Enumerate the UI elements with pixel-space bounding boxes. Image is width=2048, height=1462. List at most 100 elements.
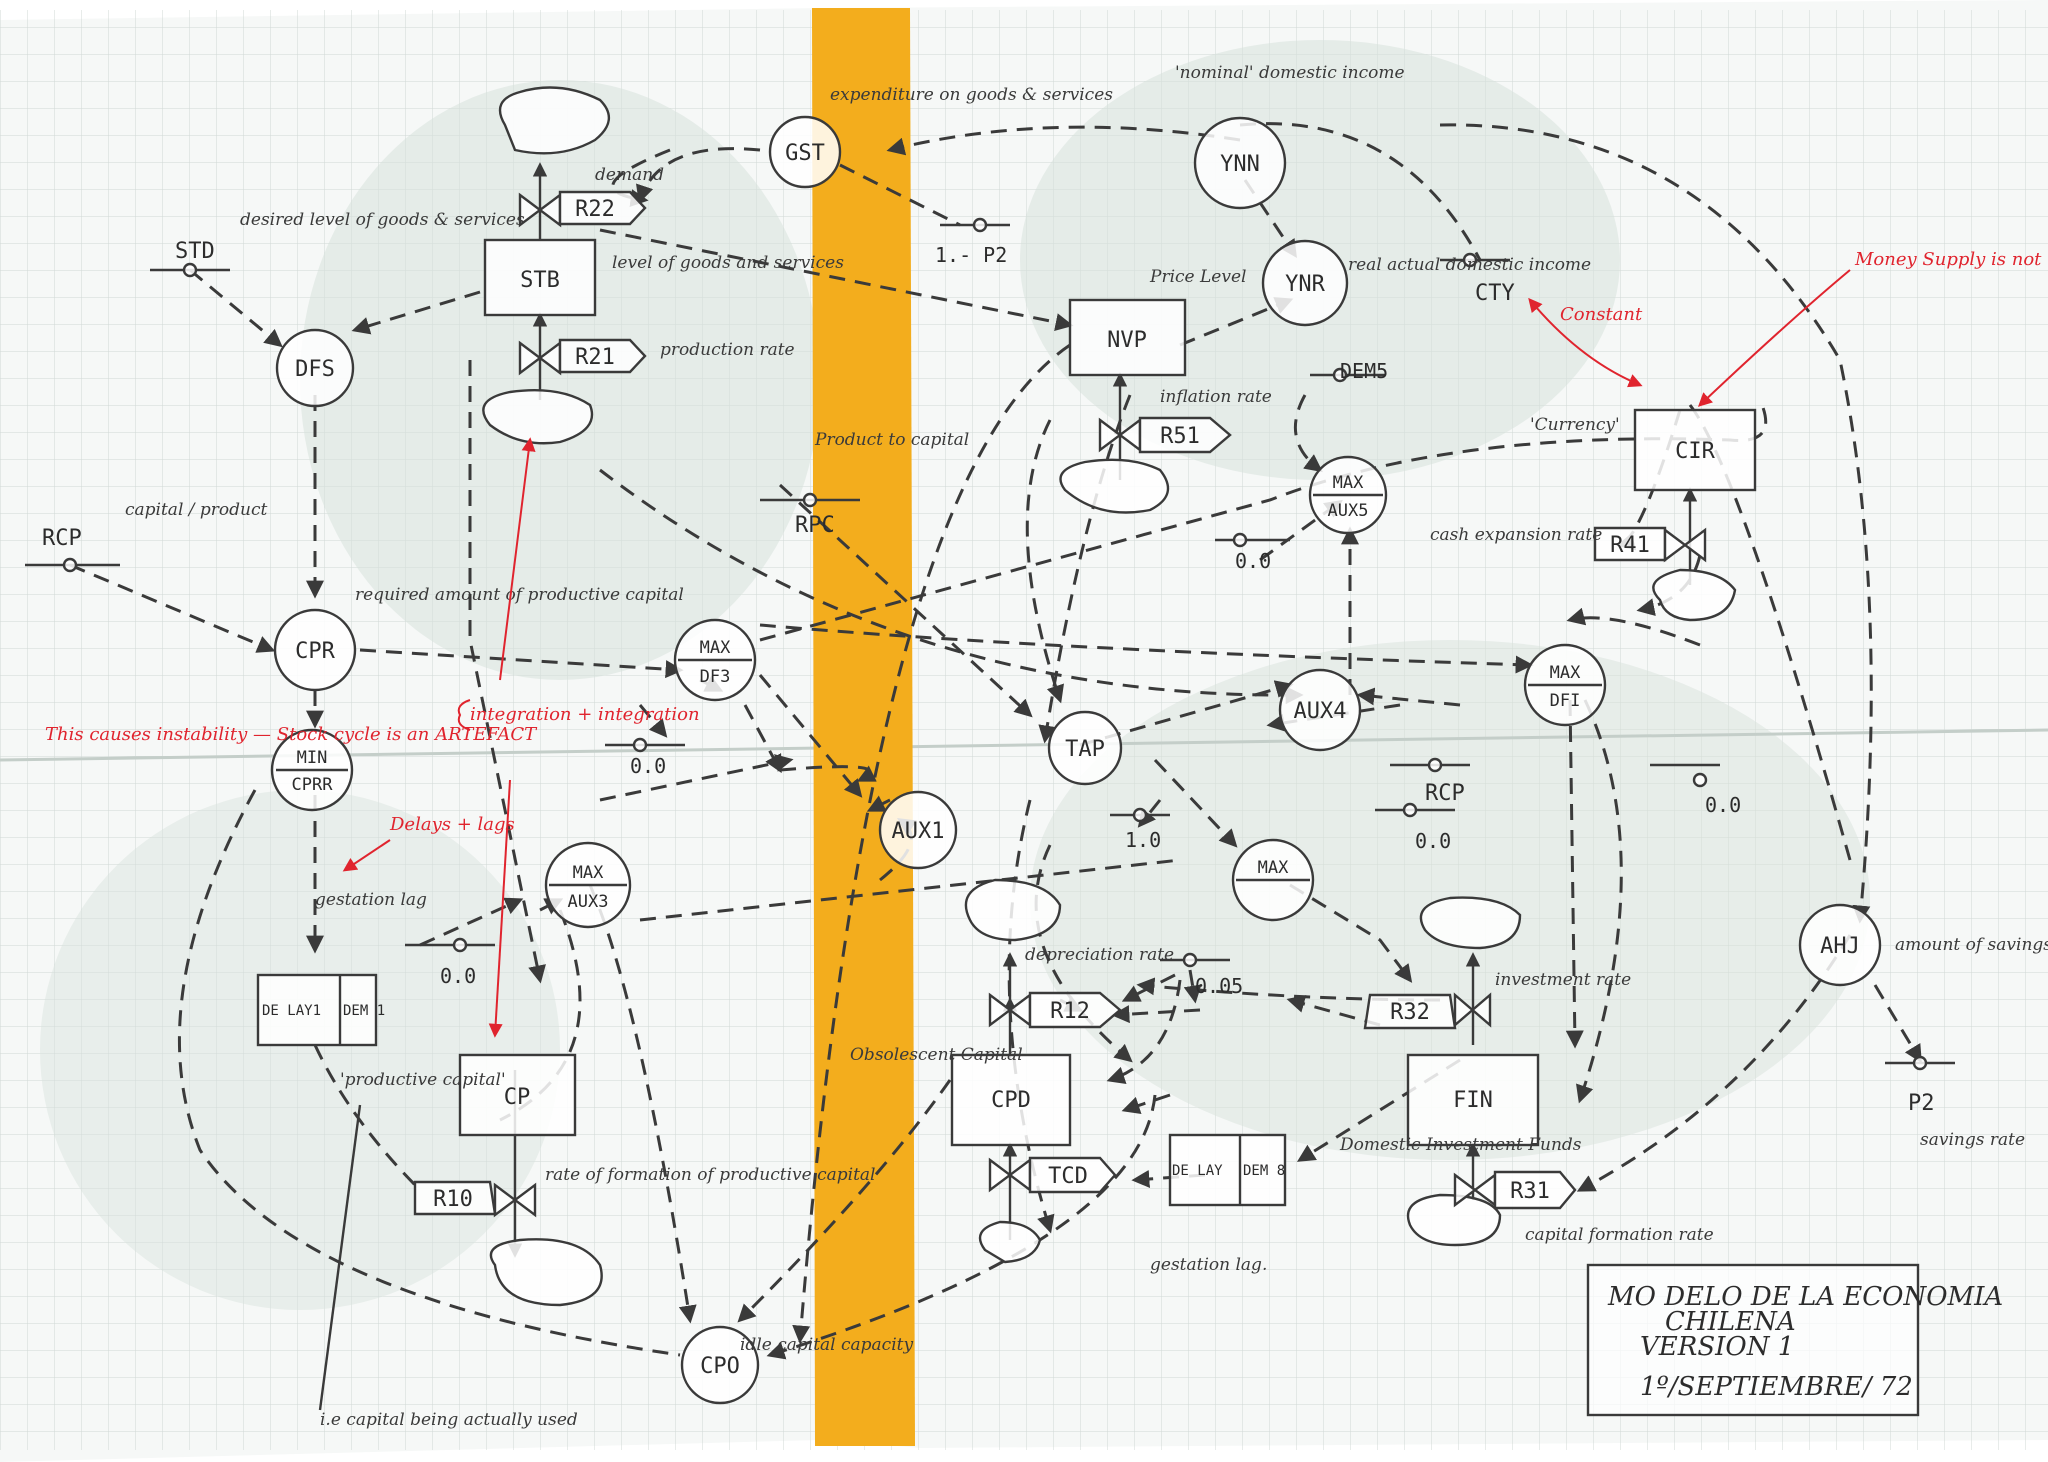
svg-text:AUX3: AUX3: [568, 892, 609, 912]
aux-AHJ: AHJ: [1800, 905, 1880, 985]
svg-text:TAP: TAP: [1065, 737, 1105, 762]
svg-text:'productive capital': 'productive capital': [340, 1070, 506, 1090]
svg-text:Constant: Constant: [1560, 304, 1643, 325]
svg-text:DFI: DFI: [1550, 691, 1581, 711]
svg-text:MAX: MAX: [573, 863, 604, 883]
svg-text:required amount of productive: required amount of productive capital: [355, 585, 684, 605]
level-STB: STB: [485, 240, 595, 315]
svg-text:0.05: 0.05: [1195, 974, 1243, 998]
svg-text:STD: STD: [175, 239, 215, 264]
svg-text:Obsolescent Capital: Obsolescent Capital: [850, 1045, 1023, 1065]
aux-YNN: YNN: [1195, 118, 1285, 208]
svg-text:FIN: FIN: [1453, 1088, 1493, 1113]
aux-MAX-DF3: MAX DF3: [675, 620, 755, 700]
svg-text:AHJ: AHJ: [1820, 934, 1860, 959]
svg-text:Money Supply is not the whole: Money Supply is not the whole story of d…: [1854, 249, 2048, 270]
svg-text:gestation lag: gestation lag: [315, 890, 427, 910]
svg-text:Delays + lags: Delays + lags: [389, 814, 515, 835]
svg-text:GST: GST: [785, 141, 825, 166]
svg-text:demand: demand: [595, 165, 664, 185]
paper-shadow: [40, 790, 560, 1310]
aux-GST: GST: [770, 117, 840, 187]
svg-text:DE LAY: DE LAY: [1172, 1163, 1223, 1179]
svg-text:R32: R32: [1390, 1000, 1430, 1025]
svg-text:integration + integration: integration + integration: [470, 704, 700, 725]
svg-text:capital / product: capital / product: [125, 500, 268, 520]
svg-text:rate of formation of productiv: rate of formation of productive capital: [545, 1165, 876, 1185]
svg-text:AUX5: AUX5: [1328, 501, 1369, 521]
svg-text:CPD: CPD: [991, 1088, 1031, 1113]
title-date: 1º/SEPTIEMBRE/ 72: [1640, 1372, 1913, 1402]
svg-text:inflation rate: inflation rate: [1160, 387, 1272, 407]
title-line-3: VERSION 1: [1640, 1332, 1794, 1362]
svg-text:CTY: CTY: [1475, 281, 1515, 306]
svg-text:0.0: 0.0: [440, 964, 476, 988]
aux-AUX4: AUX4: [1280, 670, 1360, 750]
aux-YNR: YNR: [1263, 241, 1347, 325]
svg-text:RCP: RCP: [42, 526, 82, 551]
aux-DFS: DFS: [277, 330, 353, 406]
svg-text:'nominal' domestic income: 'nominal' domestic income: [1175, 63, 1405, 83]
svg-text:production rate: production rate: [660, 340, 795, 360]
svg-text:savings rate: savings rate: [1920, 1130, 2025, 1150]
svg-text:NVP: NVP: [1107, 328, 1147, 353]
aux-MAX-AUX3: MAX AUX3: [546, 843, 630, 927]
level-CPD: CPD: [952, 1055, 1070, 1145]
svg-text:1.0: 1.0: [1125, 828, 1161, 852]
svg-text:YNR: YNR: [1285, 272, 1325, 297]
svg-text:depreciation rate: depreciation rate: [1025, 945, 1174, 965]
svg-text:MAX: MAX: [700, 638, 731, 658]
svg-text:Product to capital: Product to capital: [814, 430, 969, 450]
level-NVP: NVP: [1070, 300, 1185, 375]
level-FIN: FIN: [1408, 1055, 1538, 1145]
svg-text:gestation lag.: gestation lag.: [1150, 1255, 1267, 1275]
svg-text:0.0: 0.0: [1705, 793, 1741, 817]
svg-text:CP: CP: [504, 1085, 531, 1110]
svg-text:CPRR: CPRR: [292, 775, 334, 795]
svg-text:MAX: MAX: [1550, 663, 1581, 683]
svg-text:P2: P2: [1908, 1091, 1935, 1116]
svg-text:1.- P2: 1.- P2: [935, 243, 1007, 267]
level-CIR: CIR: [1635, 410, 1755, 490]
svg-text:R21: R21: [575, 345, 615, 370]
svg-text:DEM5: DEM5: [1340, 359, 1388, 383]
svg-text:AUX1: AUX1: [892, 819, 945, 844]
svg-text:DF3: DF3: [700, 667, 731, 687]
aux-MAX-DFI: MAX DFI: [1525, 645, 1605, 725]
svg-text:expenditure on goods & service: expenditure on goods & services: [830, 85, 1113, 105]
svg-text:R12: R12: [1050, 999, 1090, 1024]
svg-text:DEM 8: DEM 8: [1243, 1163, 1285, 1179]
svg-text:investment rate: investment rate: [1495, 970, 1631, 990]
svg-text:idle capital capacity: idle capital capacity: [740, 1335, 913, 1355]
svg-text:CPR: CPR: [295, 639, 335, 664]
svg-text:MIN: MIN: [297, 748, 328, 768]
svg-text:capital formation rate: capital formation rate: [1525, 1225, 1714, 1245]
svg-text:0.0: 0.0: [1235, 549, 1271, 573]
svg-text:CPO: CPO: [700, 1354, 740, 1379]
level-CP: CP: [460, 1055, 575, 1135]
aux-TAP: TAP: [1049, 712, 1121, 784]
svg-text:RCP: RCP: [1425, 781, 1465, 806]
svg-text:real actual domestic income: real actual domestic income: [1348, 255, 1591, 275]
svg-text:level of goods and services: level of goods and services: [612, 253, 844, 273]
svg-text:0.0: 0.0: [1415, 829, 1451, 853]
svg-text:'Currency': 'Currency': [1530, 415, 1620, 435]
svg-text:R51: R51: [1160, 424, 1200, 449]
svg-text:DEM 1: DEM 1: [343, 1003, 385, 1019]
constant-P2-top: 1.- P2: [935, 219, 1010, 267]
aux-MAX-AUX5: MAX AUX5: [1310, 457, 1386, 533]
svg-text:Price Level: Price Level: [1149, 267, 1246, 287]
svg-text:0.0: 0.0: [630, 754, 666, 778]
svg-text:MAX: MAX: [1333, 473, 1364, 493]
svg-text:R10: R10: [433, 1187, 473, 1212]
svg-text:DE LAY1: DE LAY1: [262, 1003, 321, 1019]
aux-AUX1: AUX1: [880, 792, 956, 868]
aux-MAX: MAX: [1233, 840, 1313, 920]
delay-DELAY8: DE LAY DEM 8: [1170, 1135, 1285, 1205]
svg-text:amount of savings / tax: amount of savings / tax: [1895, 935, 2048, 955]
svg-text:MAX: MAX: [1258, 858, 1289, 878]
svg-text:CIR: CIR: [1675, 439, 1715, 464]
svg-text:AUX4: AUX4: [1294, 699, 1347, 724]
svg-text:R22: R22: [575, 197, 615, 222]
